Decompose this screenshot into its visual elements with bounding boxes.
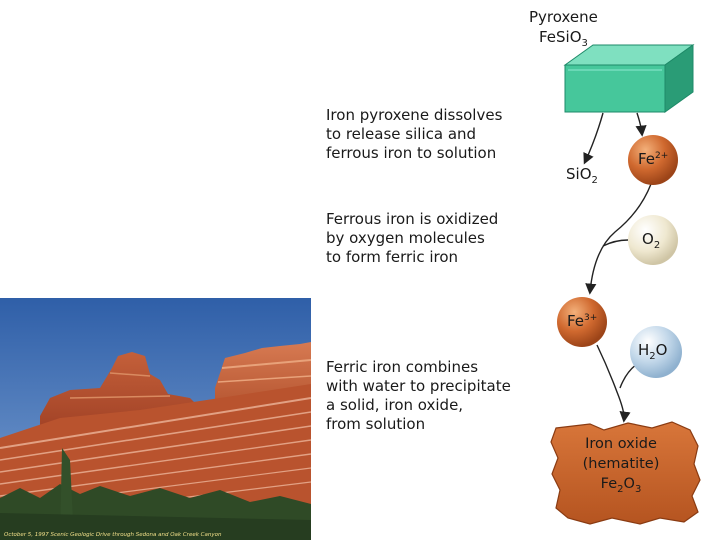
o2-label: O2 (642, 230, 660, 251)
oxide-o: O (624, 476, 635, 492)
step-2-line-2: by oxygen molecules (326, 229, 498, 248)
canyon-illustration (0, 298, 311, 540)
arrow-fe3-to-oxide (597, 345, 624, 420)
h2o-label: H2O (638, 341, 667, 362)
fe3-main: Fe (567, 312, 584, 330)
arrow-h2o-join (620, 364, 637, 388)
fe2-main: Fe (638, 150, 655, 168)
iron-oxide-label: Iron oxide (hematite) Fe2O3 (556, 434, 686, 500)
pyroxene-label: Pyroxene (529, 9, 598, 26)
pyroxene-formula-sub: 3 (582, 38, 588, 49)
photo-caption: October 5, 1997 Scenic Geologic Drive th… (4, 532, 221, 538)
oxide-line-2: (hematite) (556, 454, 686, 474)
fe3-label: Fe3+ (567, 312, 597, 330)
sio2-label: SiO2 (566, 166, 598, 189)
fe3-sup: 3+ (584, 313, 597, 323)
step-3-line-3: a solid, iron oxide, (326, 396, 511, 415)
o2-main: O (642, 230, 654, 248)
h2o-main-2: O (656, 341, 668, 359)
pyroxene-formula-main: FeSiO (539, 28, 582, 46)
oxide-fe: Fe (601, 476, 617, 492)
step-2-text: Ferrous iron is oxidized by oxygen molec… (326, 210, 498, 267)
arrow-to-sio2 (585, 113, 603, 162)
step-1-line-3: ferrous iron to solution (326, 144, 502, 163)
step-2-line-3: to form ferric iron (326, 248, 498, 267)
fe2-sup: 2+ (655, 151, 668, 161)
step-1-text: Iron pyroxene dissolves to release silic… (326, 106, 502, 163)
sio2-main: SiO (566, 165, 592, 183)
step-1-line-1: Iron pyroxene dissolves (326, 106, 502, 125)
o2-sub: 2 (654, 240, 660, 251)
oxide-line-1: Iron oxide (556, 434, 686, 454)
step-3-line-4: from solution (326, 415, 511, 434)
step-3-line-2: with water to precipitate (326, 377, 511, 396)
step-2-line-1: Ferrous iron is oxidized (326, 210, 498, 229)
sio2-sub: 2 (592, 175, 598, 186)
oxide-o-sub: 3 (635, 484, 641, 495)
oxide-formula: Fe2O3 (556, 474, 686, 500)
red-rock-photo: October 5, 1997 Scenic Geologic Drive th… (0, 298, 311, 540)
pyroxene-name: Pyroxene (529, 9, 598, 26)
step-3-line-1: Ferric iron combines (326, 358, 511, 377)
step-3-text: Ferric iron combines with water to preci… (326, 358, 511, 434)
step-1-line-2: to release silica and (326, 125, 502, 144)
pyroxene-crystal (565, 45, 693, 112)
pyroxene-formula: FeSiO3 (539, 29, 588, 52)
arrow-to-fe2 (637, 113, 642, 134)
fe2-label: Fe2+ (638, 150, 668, 168)
h2o-main-1: H (638, 341, 649, 359)
